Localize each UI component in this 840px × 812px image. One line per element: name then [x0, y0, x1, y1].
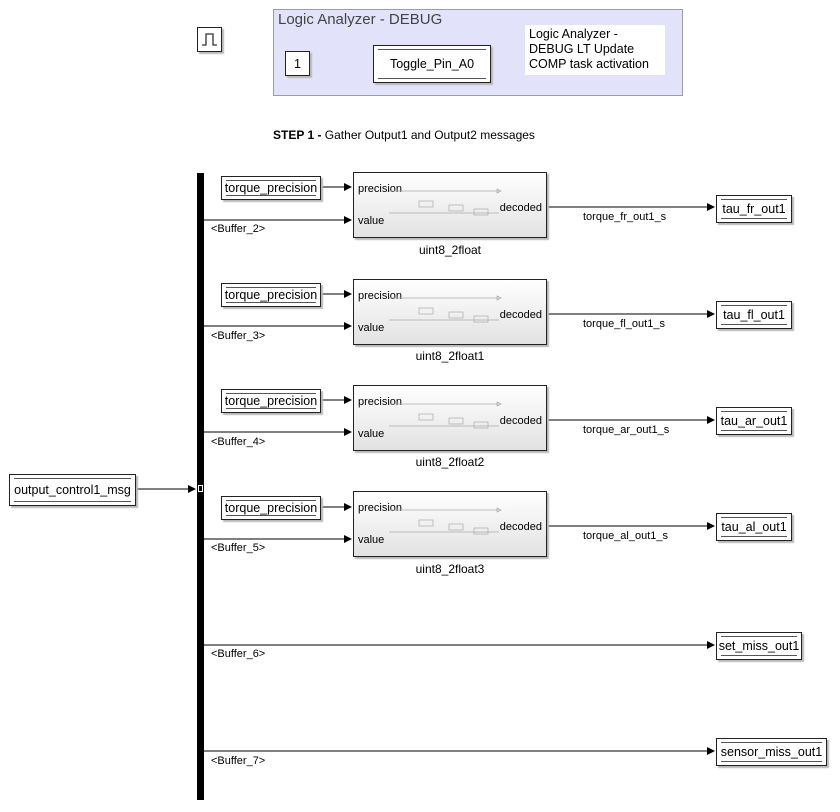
subsystem-name-3: uint8_2float2 [415, 455, 485, 469]
subsystem-name-1: uint8_2float [418, 243, 482, 257]
port-value: value [358, 428, 385, 440]
toggle-goto-tag: Toggle_Pin_A0 [389, 57, 475, 71]
pulse-generator-icon[interactable] [197, 27, 222, 52]
port-decoded: decoded [499, 202, 542, 214]
port-decoded: decoded [499, 521, 542, 533]
bus-label-2: <Buffer_3> [211, 330, 266, 342]
signal-label-3: torque_ar_out1_s [583, 424, 670, 436]
bus-label-5: <Buffer_6> [211, 648, 266, 660]
signal-label-1: torque_fr_out1_s [583, 211, 667, 223]
subsystem-uint8-2float2[interactable]: precision value decoded [353, 385, 547, 451]
subsystem-preview-icon [389, 507, 502, 535]
torque-precision-from-4[interactable]: torque_precision [221, 496, 321, 520]
step-title: STEP 1 - Gather Output1 and Output2 mess… [273, 128, 535, 142]
subsystem-preview-icon [389, 188, 502, 216]
subsystem-preview-icon [389, 401, 502, 429]
goto-tau-ar-out1[interactable]: tau_ar_out1 [716, 407, 792, 435]
torque-precision-from-1[interactable]: torque_precision [221, 176, 321, 200]
toggle-goto-block[interactable]: Toggle_Pin_A0 [373, 45, 491, 83]
port-value: value [358, 322, 385, 334]
from-tag: torque_precision [224, 394, 318, 408]
port-precision: precision [358, 183, 403, 195]
goto-tau-fr-out1[interactable]: tau_fr_out1 [716, 195, 792, 223]
port-decoded: decoded [499, 415, 542, 427]
input-from-block[interactable]: output_control1_msg [9, 474, 136, 506]
area-title: Logic Analyzer - DEBUG [278, 11, 443, 28]
step-title-bold: STEP 1 - [273, 128, 325, 142]
from-tag: torque_precision [224, 288, 318, 302]
port-value: value [358, 215, 385, 227]
subsystem-name-2: uint8_2float1 [415, 349, 485, 363]
port-value: value [358, 534, 385, 546]
port-precision: precision [358, 502, 403, 514]
torque-precision-from-3[interactable]: torque_precision [221, 389, 321, 413]
from-tag: torque_precision [224, 181, 318, 195]
constant-block[interactable]: 1 [285, 51, 310, 76]
goto-sensor-miss-out1[interactable]: sensor_miss_out1 [716, 738, 827, 766]
signal-label-2: torque_fl_out1_s [583, 318, 665, 330]
bus-label-3: <Buffer_4> [211, 436, 266, 448]
subsystem-uint8-2float[interactable]: precision value decoded [353, 172, 547, 238]
bus-port-mark [197, 484, 204, 494]
port-decoded: decoded [499, 309, 542, 321]
goto-tag: tau_al_out1 [721, 520, 787, 534]
bus-label-1: <Buffer_2> [211, 223, 266, 235]
input-from-tag: output_control1_msg [14, 483, 131, 497]
goto-set-miss-out1[interactable]: set_miss_out1 [716, 632, 802, 660]
subsystem-uint8-2float3[interactable]: precision value decoded [353, 491, 547, 557]
subsystem-uint8-2float1[interactable]: precision value decoded [353, 279, 547, 345]
subsystem-name-4: uint8_2float3 [415, 562, 485, 576]
goto-tag: sensor_miss_out1 [720, 745, 823, 759]
bus-label-4: <Buffer_5> [211, 542, 266, 554]
from-tag: torque_precision [224, 501, 318, 515]
goto-tau-al-out1[interactable]: tau_al_out1 [716, 513, 792, 541]
bus-selector[interactable] [197, 173, 204, 800]
port-precision: precision [358, 396, 403, 408]
bus-label-6: <Buffer_7> [211, 755, 266, 767]
subsystem-preview-icon [389, 295, 502, 323]
area-note[interactable]: Logic Analyzer - DEBUG LT Update COMP ta… [525, 25, 665, 75]
constant-value: 1 [294, 56, 301, 71]
goto-tau-fl-out1[interactable]: tau_fl_out1 [716, 301, 792, 329]
goto-tag: tau_fr_out1 [722, 202, 786, 216]
goto-tag: tau_fl_out1 [723, 308, 785, 322]
signal-label-4: torque_al_out1_s [583, 530, 669, 542]
port-precision: precision [358, 290, 403, 302]
step-title-text: Gather Output1 and Output2 messages [324, 128, 535, 142]
torque-precision-from-2[interactable]: torque_precision [221, 283, 321, 307]
goto-tag: set_miss_out1 [718, 639, 800, 653]
goto-tag: tau_ar_out1 [720, 414, 788, 428]
